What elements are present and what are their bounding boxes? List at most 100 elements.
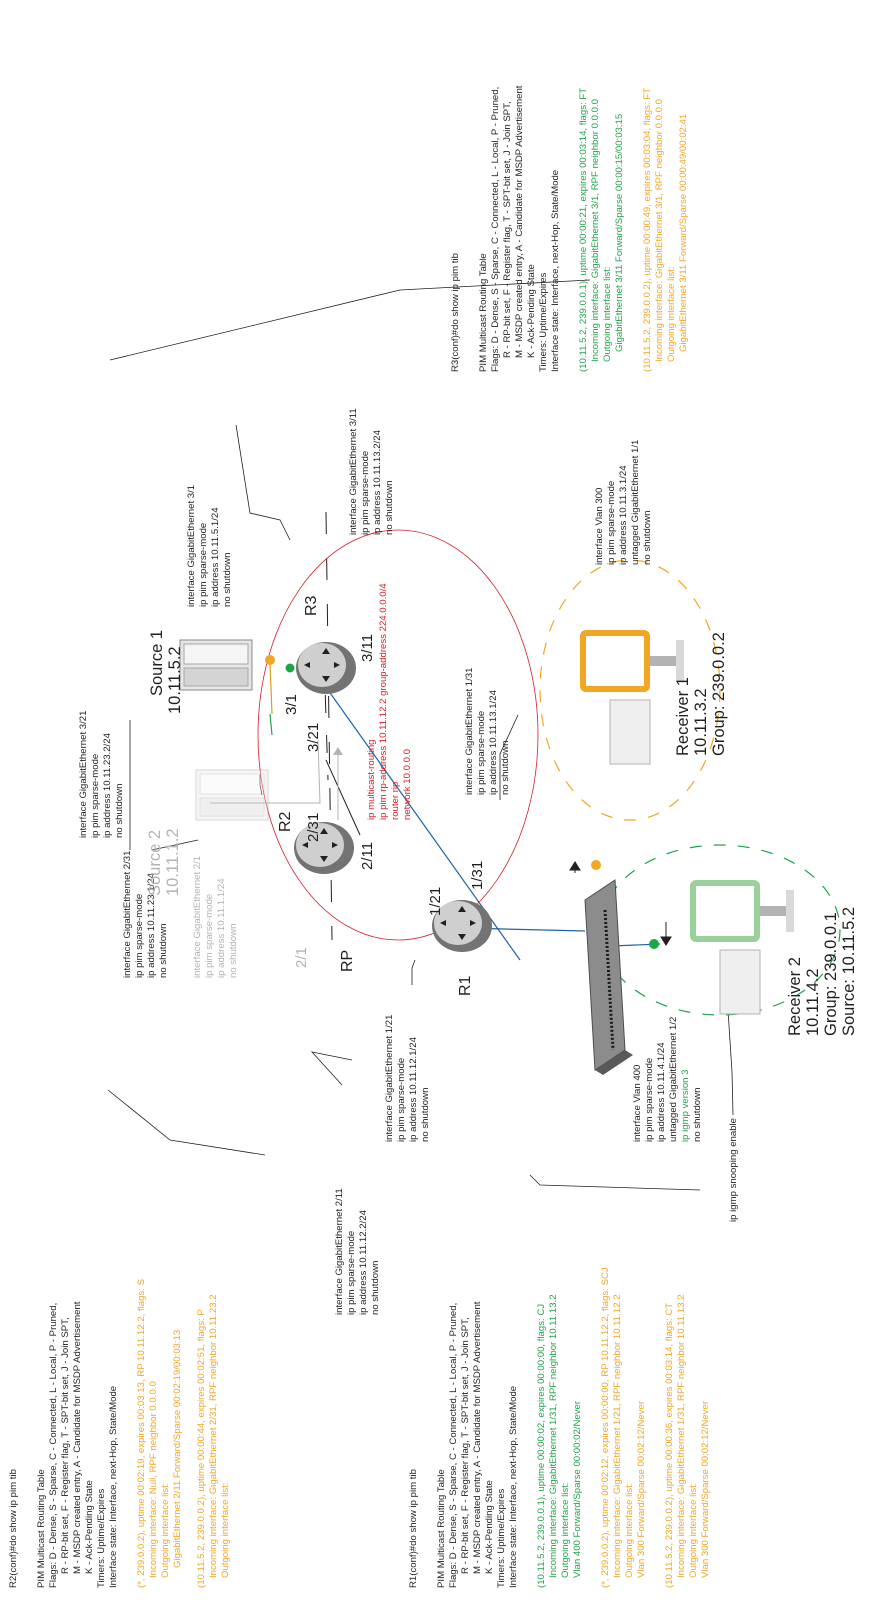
r1-entry1-line: Vlan 400 Forward/Sparse 00:00:02/Never — [572, 1400, 583, 1578]
r2-entry1-line: (*, 239.0.0.2), uptime 00:02:19, expires… — [136, 1279, 147, 1588]
receiver2-green-dot — [649, 939, 659, 949]
receiver2-monitor-icon[interactable] — [690, 880, 794, 1015]
r1-entry2-line: Vlan 300 Forward/Sparse 00:02:12/Never — [636, 1400, 647, 1578]
switch-body — [584, 879, 626, 1071]
config-r1-gi121: interface GigabitEthernet 1/21 ip pim sp… — [384, 1015, 431, 1142]
server-source2-body — [195, 769, 269, 821]
config-line: ip pim sparse-mode — [204, 894, 215, 978]
source2-arrow — [333, 747, 343, 820]
source1-orange-dot — [265, 655, 275, 665]
config-line: interface GigabitEthernet 3/21 — [78, 711, 89, 838]
r1-entry1-line: (10.11.5.2, 239.0.0.1), uptime 00:00:02,… — [536, 1304, 547, 1588]
callout-r2-gi21 — [259, 775, 263, 796]
callout-r1-gi131 — [499, 714, 519, 800]
router-r1-label: R1 — [457, 975, 474, 996]
receiver1-keyboard — [609, 699, 651, 765]
r1-pim-table: R1(conf)#do show ip pim tib PIM Multicas… — [408, 1267, 711, 1588]
receiver1-name: Receiver 1 — [674, 677, 692, 756]
server-source1-panel — [183, 643, 249, 665]
config-line: ip address 10.11.12.2/24 — [358, 1209, 369, 1315]
r2-entry1-line: GigabitEthernet 2/11 Forward/Sparse 00:0… — [172, 1330, 183, 1568]
r1-table-line: K - Ack-Pending State — [484, 1480, 495, 1574]
config-line: ip pim sparse-mode — [90, 754, 101, 838]
config-line: no shutdown — [370, 1261, 381, 1315]
port-3-1: 3/1 — [283, 694, 300, 715]
link-r3-r1-black — [325, 759, 361, 836]
link-source2-r2 — [210, 739, 321, 804]
receiver2-monitor-screen — [696, 886, 754, 936]
router-r2[interactable] — [294, 822, 354, 874]
r2-entry1-line: Incoming interface: Null, RPF neighbor 0… — [148, 1381, 159, 1578]
r3-table-line: R - RP-bit set, F - Register flag, T - S… — [502, 101, 513, 358]
router-r2-top — [296, 823, 344, 867]
router-r1-top — [434, 901, 482, 945]
server-source1-panel2 — [183, 667, 249, 687]
router-r1[interactable] — [432, 900, 492, 952]
link-source1-r3b — [269, 713, 273, 736]
config-vlan300: interface Vlan 300 ip pim sparse-mode ip… — [594, 440, 653, 565]
config-line: interface GigabitEthernet 2/11 — [334, 1188, 345, 1315]
r1-entry2-line: Incoming interface: GigabitEthernet 1/21… — [612, 1294, 623, 1578]
r2-command: R2(conf)#do show ip pim tib — [8, 1469, 19, 1588]
config-line: ip pim sparse-mode — [198, 523, 209, 607]
r3-table-line: M - MSDP created entry, A - Candidate fo… — [514, 85, 525, 358]
receiver1-monitor-stand — [650, 656, 676, 666]
port-3-21: 3/21 — [305, 723, 322, 752]
r2-table-line: M - MSDP created entry, A - Candidate fo… — [72, 1301, 83, 1574]
arrow-head-receiver1 — [569, 861, 581, 871]
igmp-snooping-label: ip igmp snooping enable — [728, 1118, 739, 1222]
link-r2-r1 — [325, 511, 333, 941]
callout-r2-gi211 — [310, 1051, 353, 1086]
router-r2-label: R2 — [277, 811, 294, 832]
receiver2-name: Receiver 2 — [786, 957, 804, 1036]
config-line: interface Vlan 400 — [632, 1065, 643, 1142]
r3-table-line: PIM Multicast Routing Table — [478, 253, 489, 372]
config-line: interface GigabitEthernet 1/21 — [384, 1015, 395, 1142]
switch-icon[interactable] — [584, 879, 633, 1075]
config-vlan400: interface Vlan 400 ip pim sparse-mode ip… — [632, 1017, 703, 1142]
r3-entry2-line: Outgoing interface list: — [666, 267, 677, 362]
r2-table-line: Timers: Uptime/Expires — [96, 1488, 107, 1588]
config-line: ip address 10.11.4.1/24 — [656, 1042, 667, 1142]
r3-pim-table: R3(conf)#do show ip pim tib PIM Multicas… — [450, 85, 689, 372]
global-config-line: network 10.0.0.0 — [402, 749, 413, 820]
config-r3-gi31: interface GigabitEthernet 3/1 ip pim spa… — [186, 485, 233, 607]
r3-table-line: Timers: Uptime/Expires — [538, 272, 549, 372]
config-line: interface GigabitEthernet 2/31 — [122, 851, 133, 978]
server-source1-icon[interactable] — [179, 639, 253, 691]
port-2-1: 2/1 — [293, 947, 310, 968]
config-line: interface Vlan 300 — [594, 488, 605, 565]
router-r3[interactable] — [296, 642, 356, 694]
config-line: no shutdown — [228, 924, 239, 978]
receiver1-group: Group: 239.0.0.2 — [710, 632, 728, 756]
r1-entry3-line: Vlan 300 Forward/Sparse 00:02:12/Never — [700, 1400, 711, 1578]
port-3-11: 3/11 — [359, 634, 376, 662]
receiver2-source: Source: 10.11.5.2 — [840, 907, 858, 1036]
config-line: ip pim sparse-mode — [346, 1231, 357, 1315]
config-line: no shutdown — [500, 741, 511, 795]
config-line: interface GigabitEthernet 3/1 — [186, 485, 197, 607]
config-line: ip address 10.11.12.1/24 — [408, 1036, 419, 1142]
router-r3-label: R3 — [303, 595, 320, 616]
receiver1-ip: 10.11.3.2 — [692, 688, 710, 756]
link-source1-r3 — [269, 662, 273, 715]
port-labels: 3/1 3/11 3/21 2/31 2/11 2/1 1/31 1/21 — [283, 634, 486, 968]
device-labels: Source 1 10.11.5.2 Source 2 10.11.1.2 Re… — [146, 630, 858, 1036]
global-config-line: router rip — [390, 782, 401, 820]
config-line: untagged GigabitEthernet 1/1 — [630, 440, 641, 565]
port-2-31: 2/31 — [305, 813, 322, 842]
config-line: ip address 10.11.23.1/24 — [146, 872, 157, 978]
config-igmp-line: ip igmp version 3 — [680, 1069, 691, 1142]
source1-green-dot — [285, 663, 295, 673]
receiver1-monitor-icon[interactable] — [580, 630, 684, 765]
config-r2-gi231: interface GigabitEthernet 2/31 ip pim sp… — [122, 851, 169, 978]
receiver1-monitor-base — [676, 640, 684, 682]
router-r3-top — [298, 643, 346, 687]
router-rp-label: RP — [339, 950, 356, 972]
callout-r3-gi311 — [109, 279, 591, 361]
r2-entry2-line: (10.11.5.2, 239.0.0.2), uptime 00:00:44,… — [196, 1309, 207, 1588]
config-line: no shutdown — [642, 511, 653, 565]
server-source2-icon[interactable] — [195, 769, 269, 821]
